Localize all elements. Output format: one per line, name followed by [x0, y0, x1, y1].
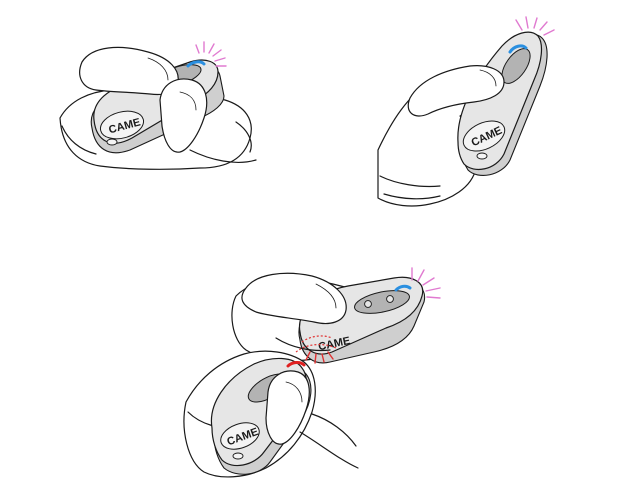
signal-transmit-icon	[515, 16, 555, 36]
led-red-icon	[286, 361, 306, 368]
led-blue-icon	[508, 44, 528, 54]
panel-press-two-fingers: CAME	[59, 41, 257, 170]
signal-transmit-icon	[195, 41, 227, 67]
thumb-pressing	[159, 78, 208, 153]
came-logo-badge	[99, 110, 145, 140]
index-finger	[79, 46, 179, 96]
led-blue-icon	[394, 284, 412, 292]
button-1-icon	[364, 300, 372, 308]
thumb-pressing	[407, 65, 505, 117]
came-logo-badge	[462, 120, 506, 152]
keyring-hole-icon	[476, 152, 488, 160]
panel-press-thumb: CAME	[377, 16, 555, 207]
came-logo-badge	[220, 422, 260, 450]
button-2-icon	[386, 295, 394, 303]
remote-top-right: CAME	[457, 31, 548, 176]
panel-copy-between-remotes: CAME	[183, 267, 441, 478]
led-blue-icon	[186, 60, 206, 68]
keyring-hole-icon	[106, 138, 118, 146]
signal-transmit-icon	[411, 267, 441, 299]
signal-receive-icon	[295, 335, 337, 364]
keyring-hole-icon	[232, 452, 244, 460]
